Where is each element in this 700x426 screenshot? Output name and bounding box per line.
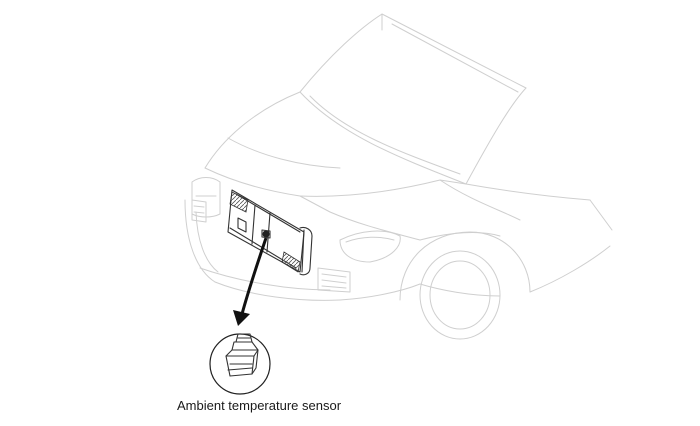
condenser (227, 189, 313, 276)
ambient-temperature-sensor-inset (209, 333, 271, 395)
vehicle-body-outline (184, 13, 613, 340)
indicator-arrow (233, 237, 268, 326)
sensor-caption: Ambient temperature sensor (177, 398, 342, 413)
